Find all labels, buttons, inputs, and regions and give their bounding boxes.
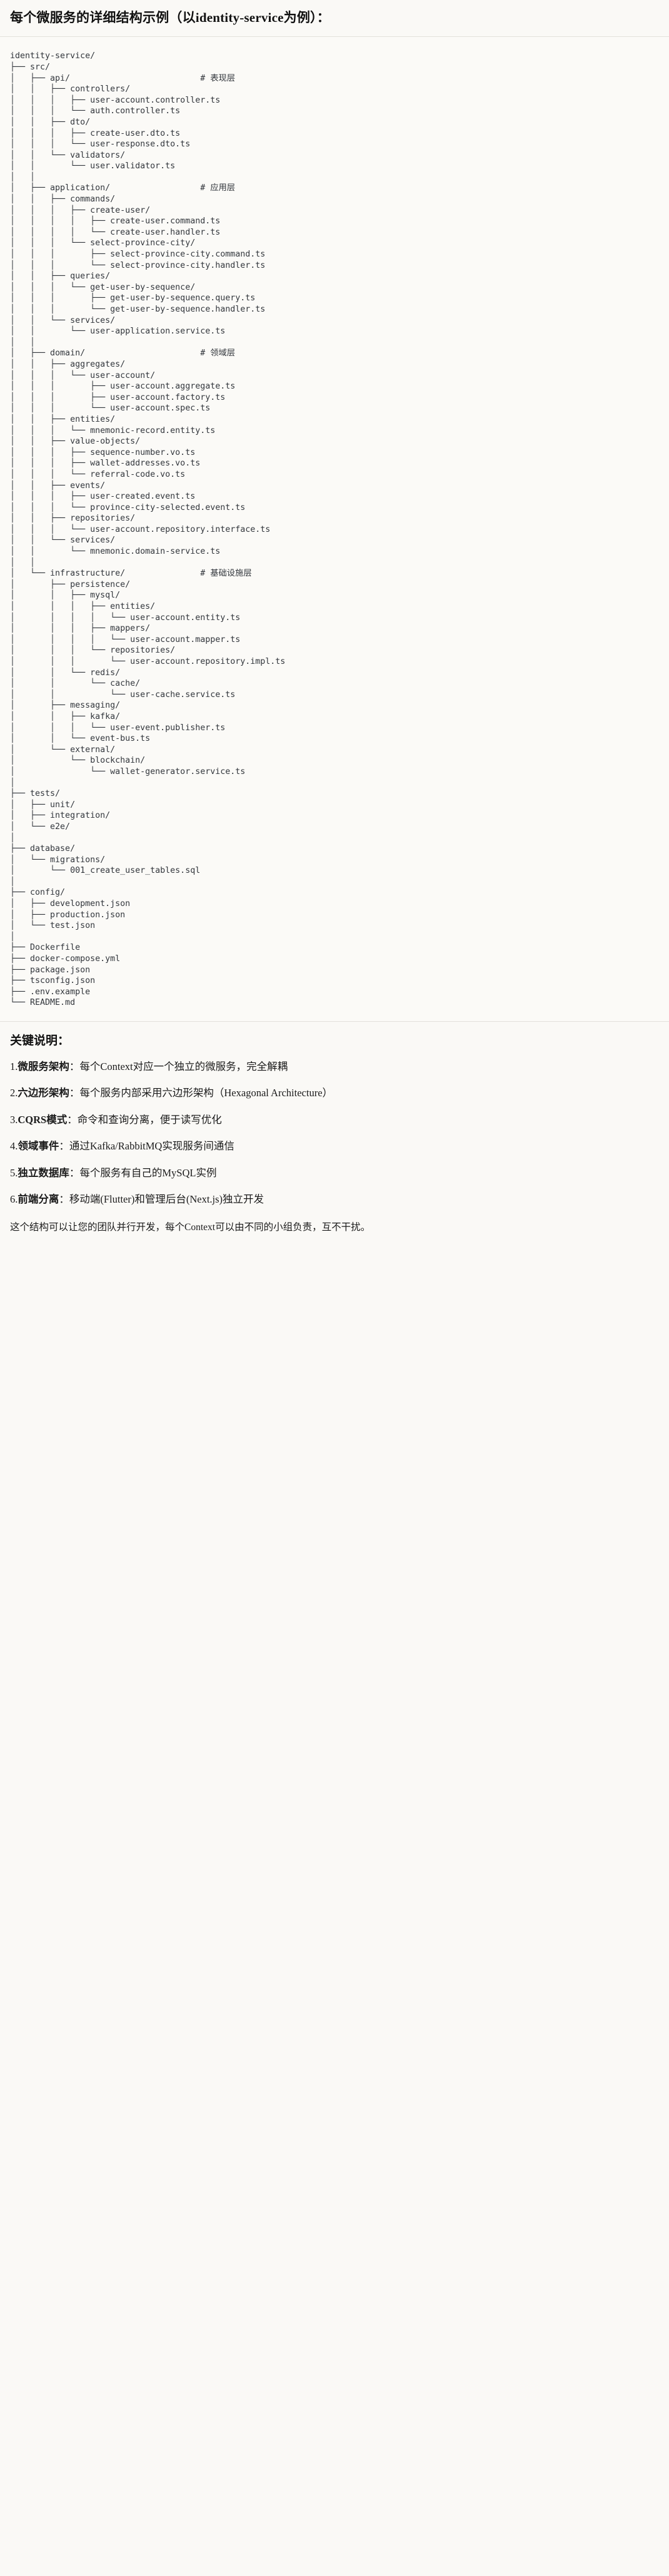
directory-tree-block: identity-service/ ├── src/ │ ├── api/ # … <box>0 37 669 1021</box>
note-separator: ： <box>69 1166 80 1179</box>
key-notes-title: 关键说明： <box>10 1034 70 1047</box>
note-term: 独立数据库 <box>18 1166 69 1179</box>
note-description: 每个服务内部采用六边形架构（Hexagonal Architecture） <box>79 1087 333 1099</box>
note-index: 3. <box>10 1113 18 1126</box>
note-item: 5.独立数据库：每个服务有自己的MySQL实例 <box>10 1165 659 1181</box>
note-separator: ： <box>67 1113 78 1126</box>
key-notes-section: 关键说明： 1.微服务架构：每个Context对应一个独立的微服务，完全解耦 2… <box>0 1022 669 1250</box>
note-item: 2.六边形架构：每个服务内部采用六边形架构（Hexagonal Architec… <box>10 1085 659 1101</box>
note-index: 4. <box>10 1140 18 1153</box>
note-separator: ： <box>69 1087 80 1099</box>
page-title: 每个微服务的详细结构示例（以identity-service为例）： <box>10 10 330 25</box>
closing-paragraph: 这个结构可以让您的团队并行开发，每个Context可以由不同的小组负责，互不干扰… <box>10 1221 371 1233</box>
note-index: 1. <box>10 1060 18 1072</box>
note-term: CQRS模式 <box>18 1113 68 1126</box>
note-item: 3.CQRS模式：命令和查询分离，便于读写优化 <box>10 1112 659 1128</box>
note-separator: ： <box>69 1060 80 1072</box>
note-term: 领域事件 <box>18 1140 59 1153</box>
note-description: 每个Context对应一个独立的微服务，完全解耦 <box>79 1060 288 1072</box>
note-index: 5. <box>10 1166 18 1179</box>
note-term: 微服务架构 <box>18 1060 69 1072</box>
note-description: 移动端(Flutter)和管理后台(Next.js)独立开发 <box>69 1193 264 1206</box>
note-item: 1.微服务架构：每个Context对应一个独立的微服务，完全解耦 <box>10 1059 659 1075</box>
note-index: 2. <box>10 1087 18 1099</box>
directory-tree: identity-service/ ├── src/ │ ├── api/ # … <box>10 51 286 1008</box>
note-separator: ： <box>59 1193 69 1206</box>
note-item: 4.领域事件：通过Kafka/RabbitMQ实现服务间通信 <box>10 1138 659 1154</box>
note-term: 前端分离 <box>18 1193 59 1206</box>
note-item: 6.前端分离：移动端(Flutter)和管理后台(Next.js)独立开发 <box>10 1191 659 1208</box>
title-divider <box>0 36 669 38</box>
note-description: 每个服务有自己的MySQL实例 <box>79 1166 217 1179</box>
note-description: 通过Kafka/RabbitMQ实现服务间通信 <box>69 1140 234 1153</box>
note-description: 命令和查询分离，便于读写优化 <box>77 1113 222 1126</box>
page-root: 每个微服务的详细结构示例（以identity-service为例）： ident… <box>0 0 669 1250</box>
note-index: 6. <box>10 1193 18 1206</box>
note-term: 六边形架构 <box>18 1087 69 1099</box>
note-separator: ： <box>59 1140 69 1153</box>
tree-divider <box>0 1021 669 1022</box>
